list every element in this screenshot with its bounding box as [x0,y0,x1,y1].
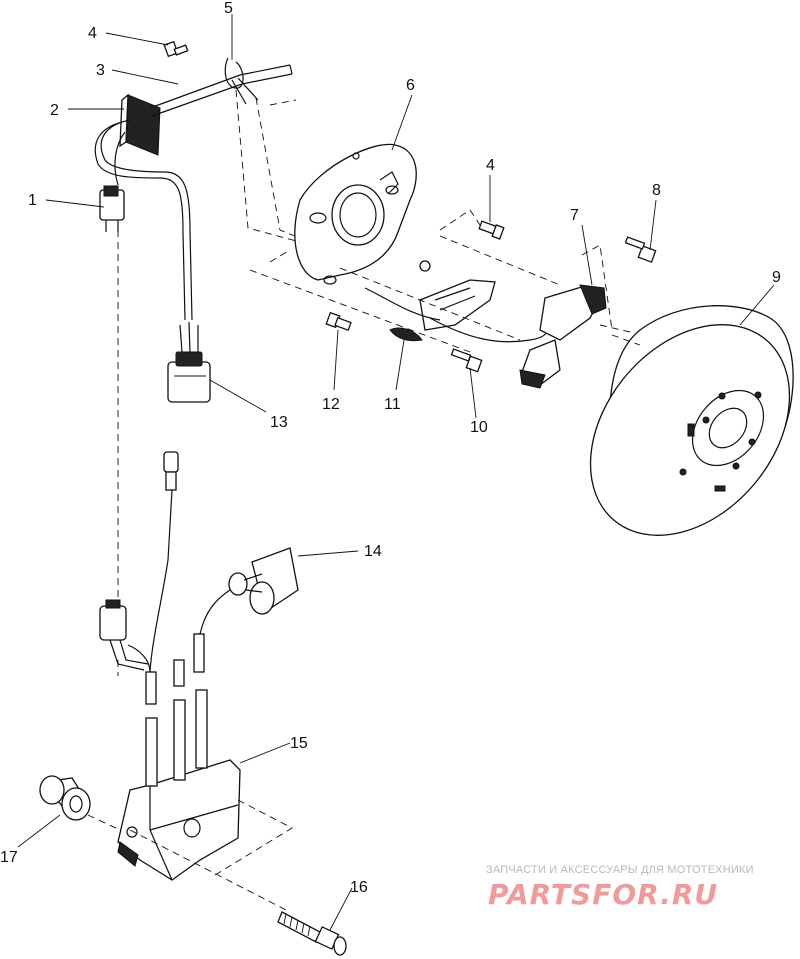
part-11-pickup-coil [364,260,553,343]
part-17-grommet [39,775,91,821]
part-9-flywheel [589,305,794,536]
part-13-plug [167,321,211,403]
wire-connectors [99,451,179,671]
part-4-screw-top [163,40,189,58]
part-8-screw [624,236,657,263]
callout-12: 12 [322,396,340,413]
part-12-screw [325,311,352,331]
part-2-regulator [94,93,193,321]
callout-10: 10 [470,419,488,436]
part-16-bolt [277,911,347,956]
callout-16: 16 [350,879,368,896]
callout-3: 3 [96,62,105,79]
callout-labels: 1 2 3 4 5 6 4 8 7 9 12 11 10 13 14 15 17… [0,0,781,896]
part-3-harness [149,64,293,117]
part-15-ignition-coil [117,489,241,881]
part-6-stator-plate [294,143,417,285]
callout-15: 15 [290,735,308,752]
watermark-tagline: ЗАПЧАСТИ И АКСЕССУАРЫ ДЛЯ МОТОТЕХНИКИ [486,864,754,876]
callout-13: 13 [270,414,288,431]
callout-6: 6 [406,77,415,94]
callout-7: 7 [570,207,579,224]
callout-5: 5 [224,0,233,17]
part-14-spark-cap [228,547,299,615]
callout-17: 17 [0,849,18,866]
callout-11: 11 [384,396,401,413]
alignment-lines [87,89,641,913]
part-1-connector [99,185,125,232]
callout-8: 8 [652,182,661,199]
callout-1: 1 [28,192,37,209]
callout-2: 2 [50,102,59,119]
part-10-screw [450,348,483,373]
watermark-brand: PARTSFOR.RU [488,878,719,911]
callout-14: 14 [364,543,382,560]
part-4-screw-stator [478,220,505,240]
part-7-coil [519,284,607,389]
leader-lines [17,14,775,931]
callout-9: 9 [772,269,781,286]
callout-4-top: 4 [88,25,97,42]
part-5-clamp [224,57,259,105]
callout-4-stator: 4 [486,157,495,174]
